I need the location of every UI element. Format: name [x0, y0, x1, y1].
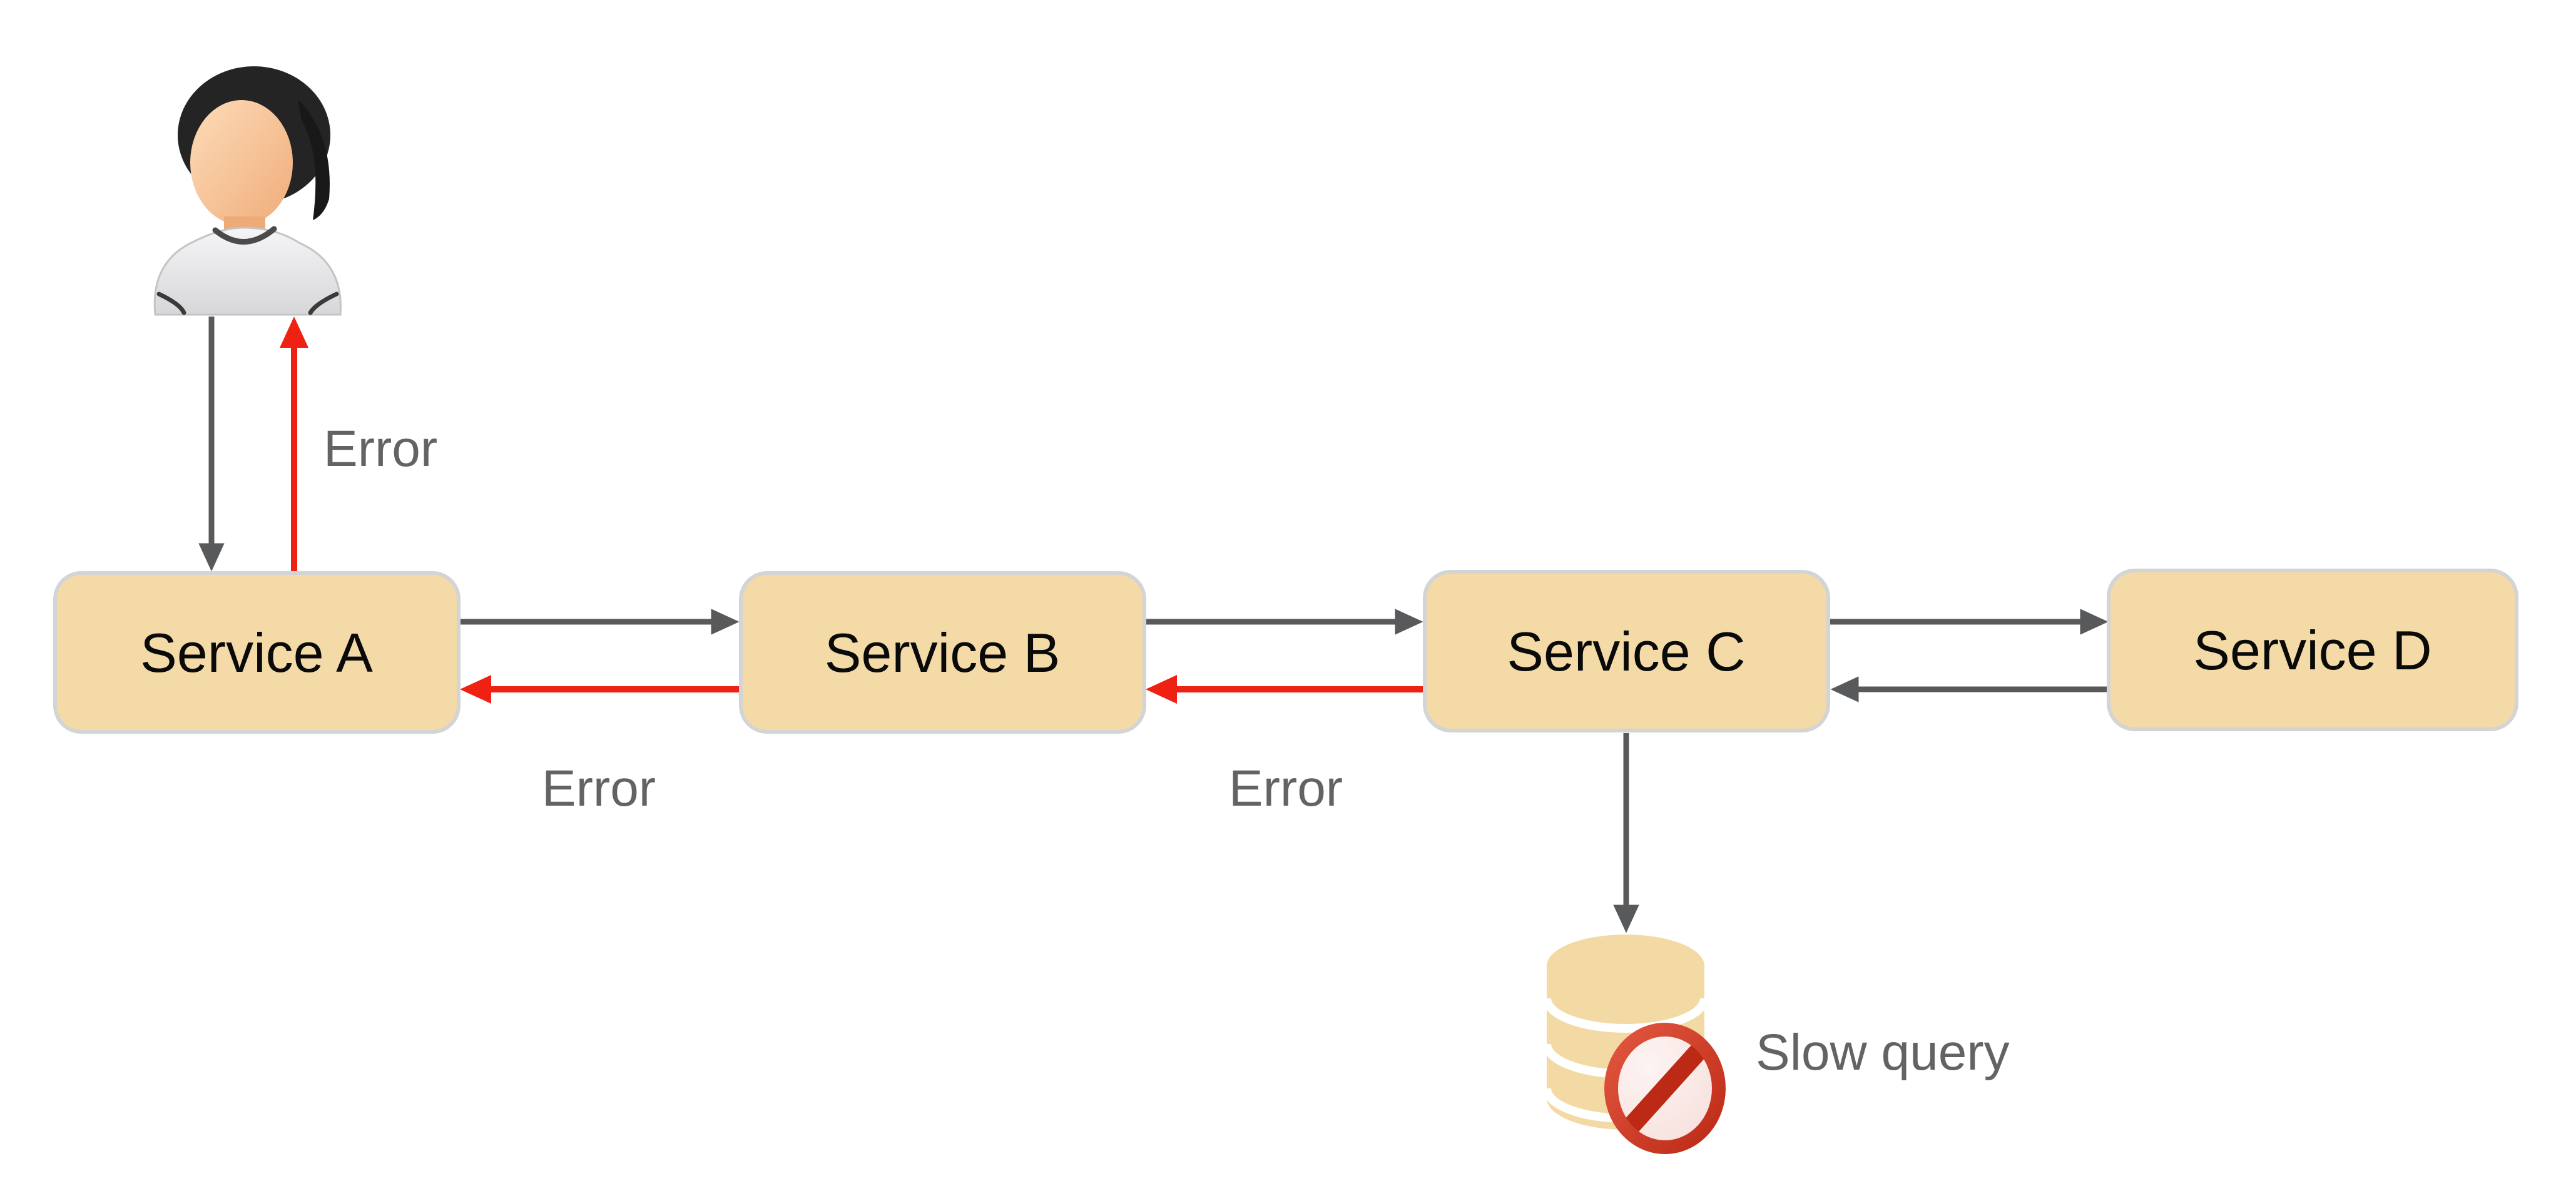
service-c-label: Service C	[1507, 621, 1745, 682]
slow-query-label: Slow query	[1756, 1024, 2010, 1081]
service-d-node: Service D	[2107, 569, 2518, 731]
user-icon	[153, 66, 342, 316]
error-label-c-to-b: Error	[1229, 760, 1343, 817]
error-label-b-to-a: Error	[542, 760, 656, 817]
error-label-user: Error	[323, 420, 437, 477]
service-a-label: Service A	[140, 622, 373, 684]
no-entry-icon	[1604, 1023, 1726, 1154]
service-b-label: Service B	[825, 622, 1061, 684]
service-a-node: Service A	[53, 571, 461, 734]
service-c-node: Service C	[1423, 570, 1830, 732]
service-d-label: Service D	[2193, 619, 2431, 681]
service-b-node: Service B	[739, 571, 1146, 734]
